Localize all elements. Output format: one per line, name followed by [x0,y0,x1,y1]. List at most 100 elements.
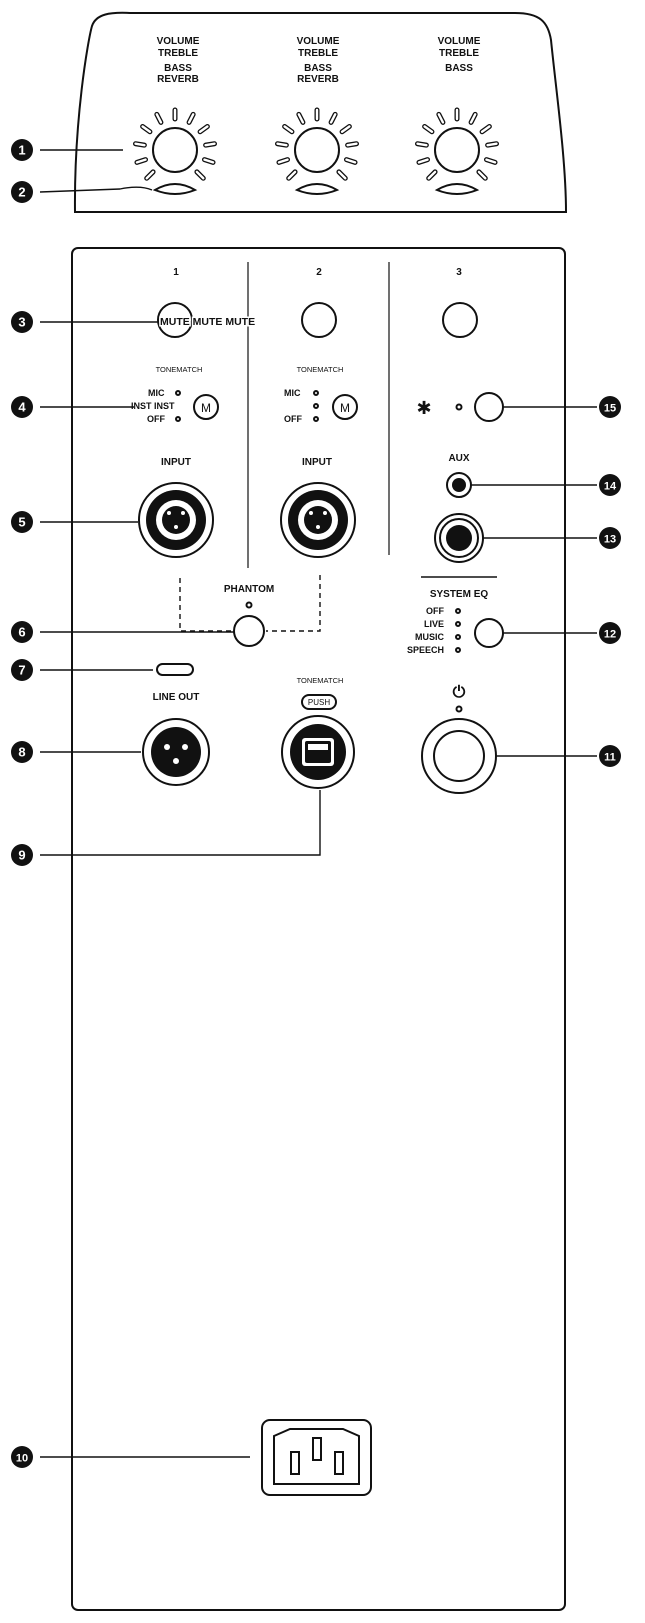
tonematch-port[interactable] [281,715,355,789]
knob-tick-inner [485,158,497,164]
mode-off-1: OFF [147,414,165,424]
ac-power-inlet[interactable] [261,1419,372,1496]
tonematch-label-2: TONEMATCH [297,365,344,374]
channel-number-2: 2 [316,267,322,278]
callout-number-14: 14 [604,481,617,493]
bluetooth-button[interactable] [474,392,504,422]
mute-button-2[interactable] [301,302,337,338]
push-label: PUSH [308,698,330,707]
eq-led-live [455,621,461,627]
line-out-label: LINE OUT [153,692,200,703]
callout-number-13: 13 [604,534,616,546]
callout-number-10: 10 [16,1453,28,1465]
mode-led-mic-2 [313,390,319,396]
knob-tick-inner [198,125,209,133]
eq-mode-speech: SPEECH [407,645,444,655]
mode-led-mic-1 [175,390,181,396]
callout-number-7: 7 [18,663,25,678]
combo-input-2[interactable] [280,482,356,558]
knob-tick-inner [417,158,429,164]
tonematch-button-2[interactable] [332,394,358,420]
callout-number-9: 9 [18,848,25,863]
callout-badge-1 [11,139,33,161]
knob-tick-inner [345,158,357,164]
combo-input-1[interactable] [138,482,214,558]
callout-badge-3 [11,311,33,333]
power-button[interactable] [421,718,497,794]
mode-led-off-1 [175,416,181,422]
knob1-label-bass: BASS [164,63,192,74]
callout-badge-10 [11,1446,33,1468]
input-label-1: INPUT [161,457,191,468]
mode-mic-2: MIC [284,388,301,398]
tonematch-button-1[interactable] [193,394,219,420]
callout-badge-6 [11,621,33,643]
knob-tick-inner [486,142,498,147]
knob1-label-volume: VOLUME [157,36,200,47]
xlr-line-out[interactable] [142,718,210,786]
eq-led-off [455,608,461,614]
callout-number-6: 6 [18,625,25,640]
knob2-label-reverb: REVERB [297,74,339,85]
knob-tick-inner [134,142,146,147]
eq-mode-off: OFF [426,606,444,616]
knob2-label-bass: BASS [304,63,332,74]
system-eq-button[interactable] [474,618,504,648]
callout-badge-7 [11,659,33,681]
knob-panel-outline [73,11,568,213]
knob-tick-inner [427,170,437,180]
knob3-label-bass: BASS [445,63,473,74]
tonematch-port-label: TONEMATCH [297,676,344,685]
callout-number-15: 15 [604,403,616,415]
phantom-button[interactable] [233,615,265,647]
knob2-label-volume: VOLUME [297,36,340,47]
quarter-inch-jack[interactable] [434,513,484,563]
callout-badge-8 [11,741,33,763]
knob-tick-inner [145,170,155,180]
mode-led-inst-2 [313,403,319,409]
aux-jack[interactable] [446,472,472,498]
knob-tick-inner [204,142,216,147]
callout-badge-12 [599,622,621,644]
main-panel-outline [71,247,566,1611]
knob2-label-treble: TREBLE [298,48,338,59]
callout-badge-4 [11,396,33,418]
callout-badge-5 [11,511,33,533]
knob-tick-inner [340,125,351,133]
callout-number-8: 8 [18,745,25,760]
knob-tick-inner [437,113,445,124]
aux-label: AUX [448,453,469,464]
knob-tick-inner [329,113,337,124]
knob-tick-inner [423,125,434,133]
eq-mode-live: LIVE [424,619,444,629]
mute-button-1[interactable] [157,302,193,338]
knob1-label-treble: TREBLE [158,48,198,59]
push-tab[interactable] [301,694,337,710]
knob-channel-1[interactable] [132,107,218,195]
callout-number-5: 5 [18,515,25,530]
callout-number-11: 11 [604,752,616,764]
power-icon: ⏻ [453,684,466,701]
mute-labels: MUTE MUTE MUTE [160,316,255,328]
mode-off-2: OFF [284,414,302,424]
channel-number-1: 1 [173,267,179,278]
knob-tick-inner [283,125,294,133]
knob-channel-2[interactable] [274,107,360,195]
mute-button-3[interactable] [442,302,478,338]
callout-badge-13 [599,527,621,549]
eq-mode-music: MUSIC [415,632,445,642]
callout-number-4: 4 [18,400,26,415]
bluetooth-led [455,403,463,411]
tonematch-letter-2: M [340,401,350,415]
callout-badge-14 [599,474,621,496]
callout-number-3: 3 [18,315,25,330]
callout-badge-9 [11,844,33,866]
knob-tick-inner [187,113,195,124]
usb-c-port[interactable] [156,663,194,676]
bluetooth-icon: ✱ [416,398,431,418]
tonematch-label-1: TONEMATCH [156,365,203,374]
knob-tick-inner [287,170,297,180]
knob-tick-inner [277,158,289,164]
knob-channel-3[interactable] [414,107,500,195]
